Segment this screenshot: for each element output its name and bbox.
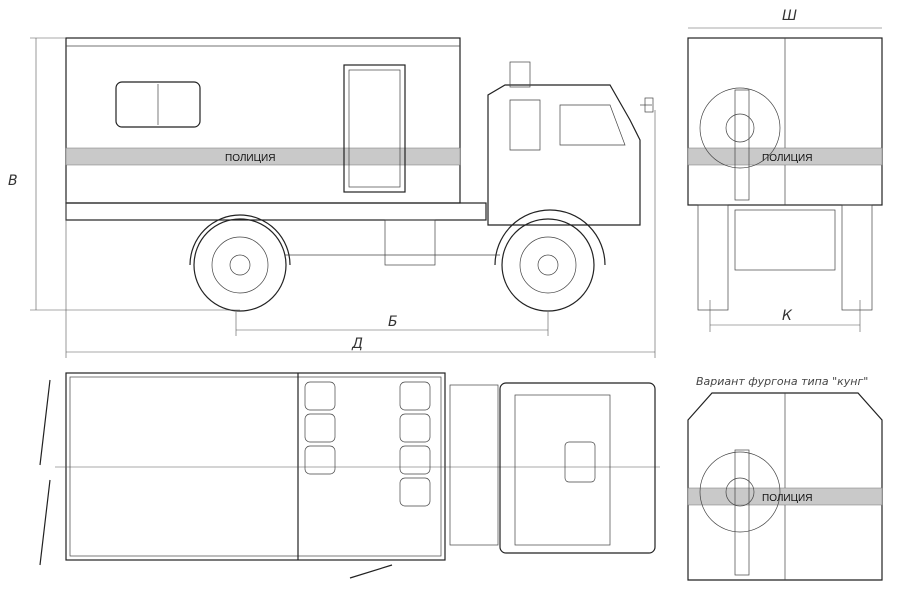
cab-top [499,382,656,554]
window [115,81,201,128]
rear-view: ПОЛИЦИЯ Ш К [687,8,883,332]
dim-wheelbase-label: Б [388,314,398,330]
kung-view: Вариант фургона типа "кунг" ПОЛИЦИЯ [687,375,883,581]
side-door [343,64,406,193]
spare-wheel [699,87,781,169]
dim-width-label: Ш [782,8,797,24]
stripe-label: ПОЛИЦИЯ [762,493,812,504]
dim-track-label: К [782,308,793,324]
van-body [65,37,461,204]
dim-length-label: Д [351,336,363,352]
kung-caption: Вариант фургона типа "кунг" [696,375,868,388]
air-intake [509,61,531,88]
police-stripe [65,147,461,166]
chassis-frame [65,202,487,221]
stripe-label: ПОЛИЦИЯ [762,153,812,164]
stripe-label: ПОЛИЦИЯ [225,153,275,164]
rear-wheel [189,214,291,312]
top-view [39,372,660,579]
front-wheel [494,209,606,312]
cab [487,84,641,226]
side-view: ПОЛИЦИЯ В Б [8,37,656,358]
dim-height-label: В [8,173,18,189]
